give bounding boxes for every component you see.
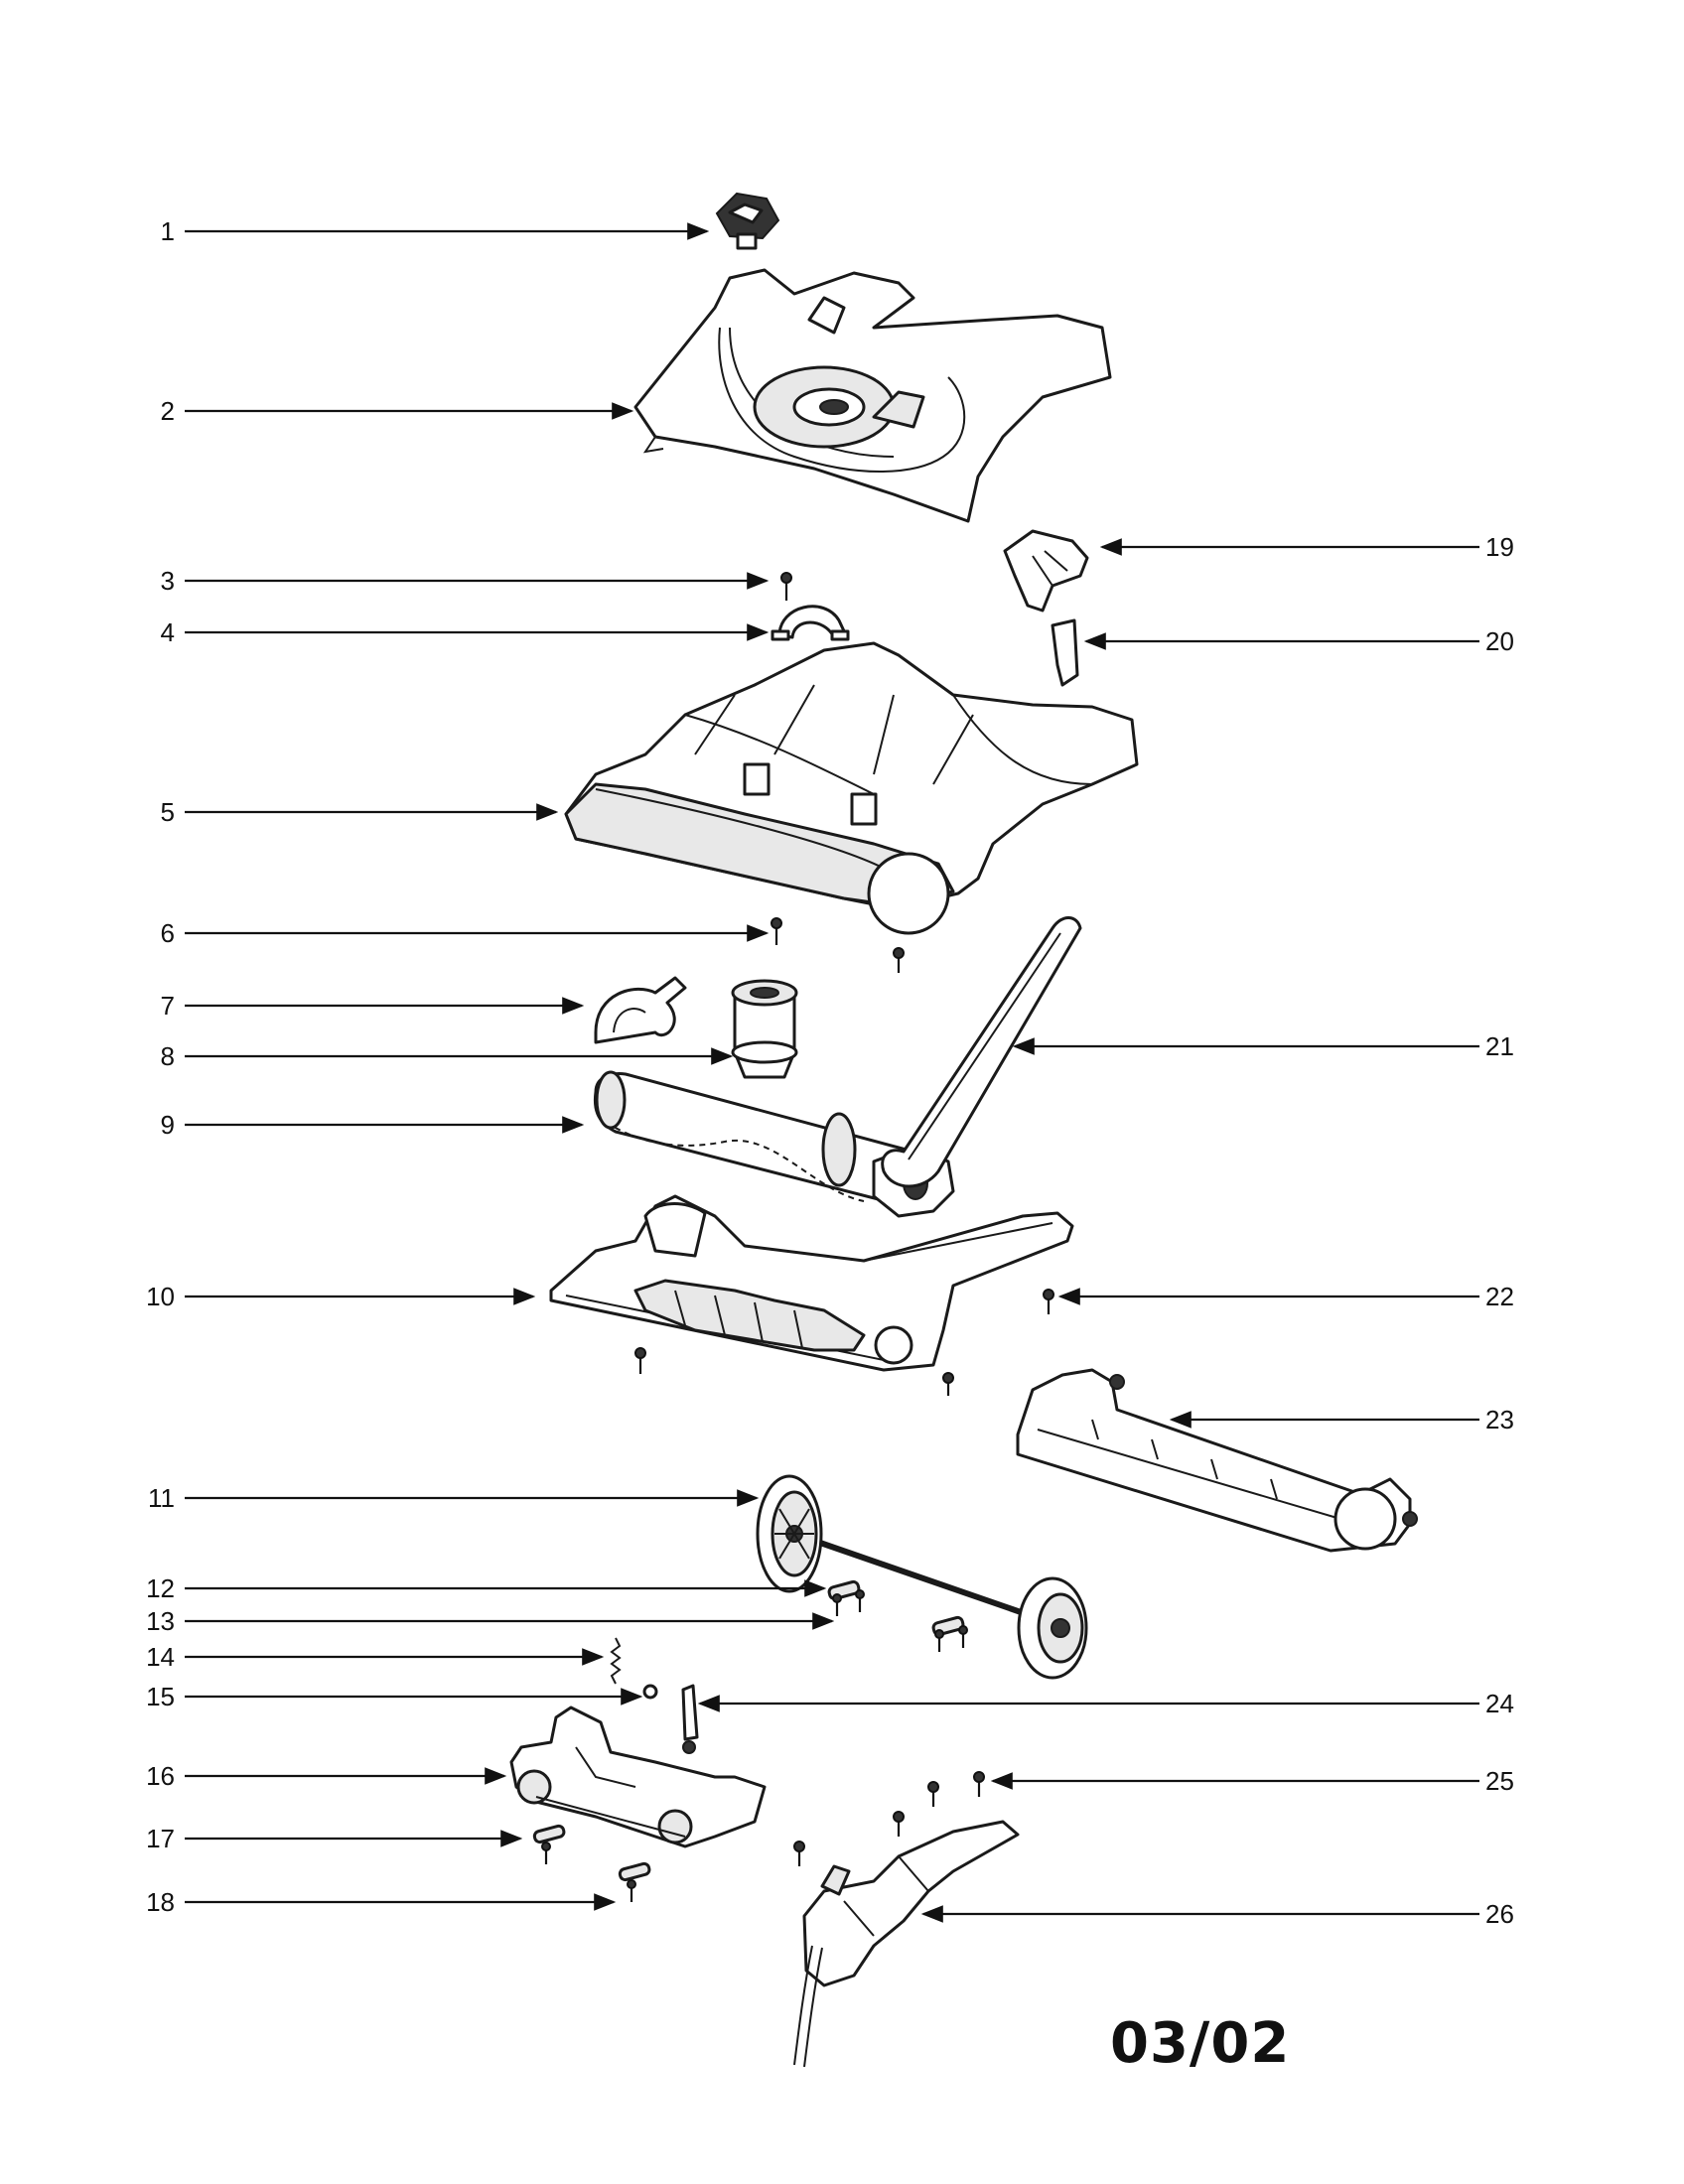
- part-24-lever: [681, 1684, 699, 1754]
- part-4-clamp: [771, 605, 850, 641]
- part-8-pulley: [731, 979, 798, 1079]
- callout-6: 6: [161, 918, 175, 948]
- callout-11: 11: [148, 1483, 175, 1513]
- callout-19: 19: [1485, 532, 1514, 562]
- callout-17: 17: [146, 1824, 175, 1853]
- part-3-screw: [780, 572, 792, 601]
- callout-8: 8: [161, 1041, 175, 1071]
- part-16-carriage: [509, 1706, 767, 1848]
- callout-5: 5: [161, 797, 175, 827]
- part-17-18-clips-screws: [532, 1824, 651, 1902]
- part-26-handle-base: [793, 1820, 1020, 2068]
- part-22-screw: [1043, 1289, 1054, 1314]
- callout-20: 20: [1485, 626, 1514, 656]
- part-1-knob: [715, 192, 780, 250]
- part-21-belt: [881, 916, 1082, 1188]
- leader-lines-right: [697, 538, 1479, 1923]
- part-12-13-clips-screws: [827, 1579, 968, 1652]
- callout-4: 4: [161, 617, 175, 647]
- callout-14: 14: [146, 1642, 175, 1672]
- part-25-screws: [793, 1771, 985, 1866]
- part-9-brushroll: [593, 1070, 955, 1218]
- callout-7: 7: [161, 991, 175, 1021]
- callout-1: 1: [161, 216, 175, 246]
- callout-24: 24: [1485, 1689, 1514, 1718]
- callout-labels-right: 19 20 21 22 23 24 25 26: [1485, 532, 1514, 1929]
- callout-16: 16: [146, 1761, 175, 1791]
- callout-22: 22: [1485, 1282, 1514, 1311]
- part-23-rear-bumper: [1016, 1368, 1418, 1553]
- callout-25: 25: [1485, 1766, 1514, 1796]
- callout-18: 18: [146, 1887, 175, 1917]
- callout-3: 3: [161, 566, 175, 596]
- callout-23: 23: [1485, 1405, 1514, 1434]
- part-7-clip: [594, 976, 687, 1044]
- callout-15: 15: [146, 1682, 175, 1711]
- part-2-hood: [633, 268, 1112, 523]
- part-15-nut: [642, 1684, 658, 1700]
- part-10-bottom-plate: [549, 1194, 1074, 1372]
- plate-screws: [634, 1347, 954, 1396]
- part-14-spring: [610, 1637, 622, 1685]
- callout-labels-left: 1 2 3 4 5 6 7 8 9 10 11 12 13 14 15 16 1…: [146, 216, 175, 1917]
- part-19-latch: [1003, 529, 1089, 613]
- callout-12: 12: [146, 1573, 175, 1603]
- callout-10: 10: [146, 1282, 175, 1311]
- callout-21: 21: [1485, 1031, 1514, 1061]
- callout-13: 13: [146, 1606, 175, 1636]
- leader-lines-left: [185, 222, 835, 1911]
- part-11-wheel-axle: [756, 1474, 1088, 1680]
- revision-code: 03/02: [1110, 2011, 1291, 2076]
- callout-9: 9: [161, 1110, 175, 1140]
- part-6-screws: [771, 917, 905, 973]
- callout-2: 2: [161, 396, 175, 426]
- callout-26: 26: [1485, 1899, 1514, 1929]
- part-20-bracket: [1051, 618, 1079, 687]
- part-5-base: [564, 641, 1139, 935]
